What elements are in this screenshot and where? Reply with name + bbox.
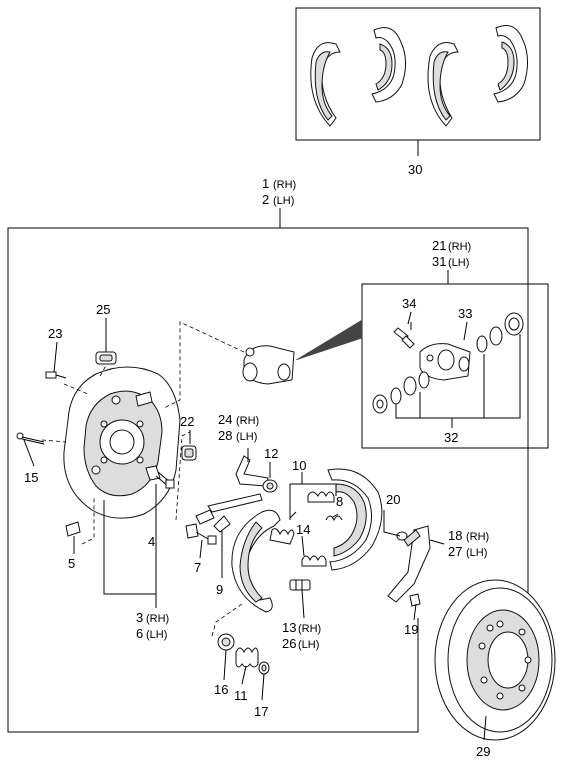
callout-10: 10 (292, 458, 306, 473)
spring-8 (307, 491, 335, 503)
strut-9 (213, 515, 231, 533)
callout-2-side: (LH) (273, 195, 294, 207)
callout-28: 28 (218, 428, 232, 443)
clip-5 (65, 521, 81, 537)
brake-shoe-1 (310, 42, 341, 127)
spring-11 (235, 647, 259, 668)
callout-19: 19 (404, 622, 418, 637)
retainer-cup-16 (217, 633, 235, 651)
callout-16: 16 (214, 682, 228, 697)
callout-30: 30 (408, 162, 422, 177)
piston-cup-left (372, 371, 430, 414)
callout-32: 32 (444, 430, 458, 445)
callout-18-side: (RH) (466, 531, 489, 543)
callout-3: 3 (136, 610, 143, 625)
wheel-cylinder-inset (295, 270, 549, 449)
adjuster-lever (195, 455, 269, 525)
pin-17 (258, 661, 270, 675)
callout-12: 12 (264, 446, 278, 461)
callout-22: 22 (180, 414, 194, 429)
callout-1-side: (RH) (273, 179, 296, 191)
callout-4: 4 (148, 534, 155, 549)
bolt-23 (45, 371, 67, 379)
adjuster-screw (289, 579, 311, 591)
callout-13: 13 (282, 620, 296, 635)
callout-20: 20 (386, 492, 400, 507)
callout-14: 14 (296, 522, 310, 537)
callout-3-side: (RH) (146, 613, 169, 625)
callout-leaders (23, 318, 487, 741)
callout-34: 34 (402, 296, 416, 311)
callout-21: 21 (432, 238, 446, 253)
assembly-frame (7, 208, 529, 733)
callout-27: 27 (448, 544, 462, 559)
callout-33: 33 (458, 306, 472, 321)
callout-5: 5 (68, 556, 75, 571)
callout-17: 17 (254, 704, 268, 719)
callout-24-side: (RH) (236, 415, 259, 427)
callout-6: 6 (136, 626, 143, 641)
callout-21-side: (RH) (448, 241, 471, 253)
callout-11: 11 (234, 688, 248, 703)
washer-12 (262, 479, 278, 493)
bolt-7 (185, 523, 217, 545)
brake-shoe-3 (427, 42, 459, 127)
callout-6-side: (LH) (146, 629, 167, 641)
shoe-kit-box (295, 7, 541, 156)
callout-9: 9 (216, 582, 223, 597)
callout-7: 7 (194, 560, 201, 575)
callout-25: 25 (96, 302, 110, 317)
callout-24: 24 (218, 412, 232, 427)
spring-14 (301, 555, 327, 567)
callout-8: 8 (336, 494, 343, 509)
spring-10 (269, 511, 343, 545)
brake-drum (434, 579, 556, 741)
callout-26: 26 (282, 636, 296, 651)
dashed-leaders (41, 321, 245, 637)
bolt-4 (145, 465, 175, 489)
callout-31: 31 (432, 254, 446, 269)
clip-20 (396, 531, 408, 541)
callout-23: 23 (48, 326, 62, 341)
callout-1: 1 (262, 176, 269, 191)
pin-19 (409, 593, 421, 607)
callout-13-side: (RH) (298, 623, 321, 635)
callout-2: 2 (262, 192, 269, 207)
bleeder-screw (393, 322, 415, 349)
wheel-cylinder (242, 345, 295, 385)
callout-29: 29 (476, 744, 490, 759)
brake-shoe-2 (371, 27, 406, 103)
grommet-22 (181, 445, 197, 461)
callout-26-side: (LH) (298, 639, 319, 651)
leading-shoe (231, 509, 281, 613)
pin-15 (16, 432, 45, 445)
callout-15: 15 (24, 470, 38, 485)
backing-plate (63, 366, 181, 519)
callout-27-side: (LH) (466, 547, 487, 559)
brake-shoe-4 (493, 25, 528, 103)
trailing-shoe (327, 468, 383, 571)
callout-31-side: (LH) (448, 257, 469, 269)
piston-cup-right (476, 312, 524, 353)
grommet-25 (95, 351, 117, 365)
callout-28-side: (LH) (236, 431, 257, 443)
callout-labels: 1 (RH) 2 (LH) 30 21 (RH) 31 (LH) 34 33 3… (24, 162, 490, 759)
parking-lever (387, 525, 431, 603)
callout-18: 18 (448, 528, 462, 543)
